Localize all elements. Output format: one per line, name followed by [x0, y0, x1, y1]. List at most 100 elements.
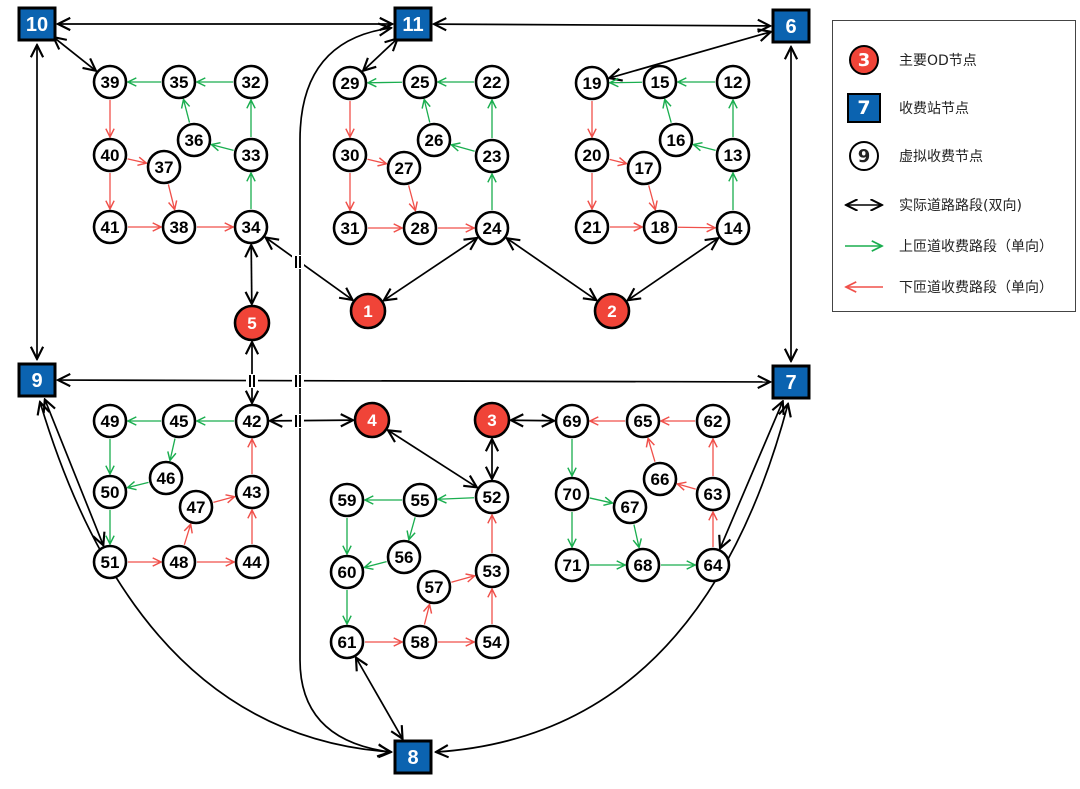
- virtual-node-28: 28: [402, 210, 438, 246]
- node-label: 38: [170, 218, 189, 237]
- node-circle: [92, 137, 128, 173]
- virtual-node-64: 64: [695, 547, 731, 583]
- node-label: 61: [338, 633, 357, 652]
- node-label: 58: [411, 633, 430, 652]
- road-edge-10-39: [53, 37, 95, 71]
- node-circle: [233, 137, 269, 173]
- node-label: 55: [411, 491, 430, 510]
- crossing-gap: [292, 374, 304, 388]
- node-circle: [715, 64, 751, 100]
- node-circle: [715, 137, 751, 173]
- node-circle: [695, 547, 731, 583]
- legend: 3 主要OD节点 7 收费站节点 9 虚拟收费节点 实际道路路段(双向) 上匝道…: [832, 20, 1076, 312]
- virtual-node-14: 14: [715, 210, 751, 246]
- road-edge-4-52: [388, 430, 477, 487]
- node-label: 23: [483, 147, 502, 166]
- on-ramp-edge-36-35: [184, 99, 190, 123]
- virtual-node-54: 54: [474, 624, 510, 660]
- node-label: 37: [155, 158, 174, 177]
- node-label: 26: [425, 131, 444, 150]
- node-circle: [642, 64, 678, 100]
- node-circle: [695, 403, 731, 439]
- node-circle: [402, 482, 438, 518]
- virtual-node-38: 38: [161, 209, 197, 245]
- virtual-node-51: 51: [92, 544, 128, 580]
- node-circle: [642, 209, 678, 245]
- node-circle: [148, 460, 184, 496]
- legend-label: 虚拟收费节点: [899, 149, 983, 165]
- legend-label: 上匝道收费路段（单向）: [899, 239, 1053, 255]
- node-circle: [386, 539, 422, 575]
- virtual-node-47: 47: [178, 489, 214, 525]
- node-label: 15: [651, 73, 670, 92]
- node-label: 63: [704, 485, 723, 504]
- node-circle: [161, 403, 197, 439]
- node-label: 51: [101, 553, 120, 572]
- od-node-5: 5: [233, 304, 271, 342]
- node-circle: [178, 489, 214, 525]
- node-label: 20: [583, 146, 602, 165]
- node-label: 27: [395, 159, 414, 178]
- node-circle: [329, 482, 365, 518]
- on-ramp-edge-70-67: [589, 498, 613, 503]
- node-label: 12: [724, 73, 743, 92]
- virtual-node-25: 25: [402, 64, 438, 100]
- legend-label: 实际道路路段(双向): [899, 198, 1022, 214]
- toll-node-9: 9: [17, 362, 57, 398]
- node-circle: [233, 304, 271, 342]
- toll-node-11: 11: [393, 6, 433, 42]
- node-label: 39: [101, 73, 120, 92]
- on-ramp-edge-33-36: [211, 145, 234, 151]
- node-label: 21: [583, 218, 602, 237]
- node-circle: [161, 209, 197, 245]
- node-label: 2: [607, 302, 616, 321]
- node-circle: [416, 122, 452, 158]
- virtual-node-70: 70: [554, 476, 590, 512]
- node-circle: [554, 476, 590, 512]
- off-ramp-edge-48-47: [183, 524, 190, 545]
- node-circle: [474, 624, 510, 660]
- virtual-node-32: 32: [233, 64, 269, 100]
- red-arrow-icon: [843, 281, 883, 293]
- legend-road: 实际道路路段(双向): [843, 188, 1022, 222]
- virtual-node-55: 55: [402, 482, 438, 518]
- node-label: 50: [101, 483, 120, 502]
- edges-layer: [37, 24, 791, 752]
- road-edge-3-69: [511, 420, 554, 421]
- node-circle: [402, 64, 438, 100]
- node-circle: [474, 553, 510, 589]
- virtual-node-24: 24: [474, 210, 510, 246]
- od-node-4: 4: [353, 401, 391, 439]
- road-edge-2-14: [628, 238, 718, 300]
- road-edge-6-19: [609, 32, 771, 78]
- node-circle: [233, 209, 269, 245]
- node-circle: [574, 65, 610, 101]
- toll-node-shape: [17, 6, 57, 42]
- toll-node-shape: [17, 362, 57, 398]
- off-ramp-edge-27-28: [408, 185, 416, 210]
- green-arrow-icon: [845, 240, 885, 252]
- virtual-node-22: 22: [474, 64, 510, 100]
- node-circle: [574, 209, 610, 245]
- node-circle: [474, 138, 510, 174]
- node-label: 64: [704, 556, 723, 575]
- od-node-icon: 3: [849, 45, 879, 75]
- on-ramp-edge-26-25: [424, 99, 430, 123]
- legend-toll: 7 收费站节点: [843, 91, 969, 125]
- road-curve-11-8: [299, 28, 391, 752]
- road-edge-11-6: [434, 24, 770, 26]
- node-circle: [386, 150, 422, 186]
- node-label: 60: [338, 563, 357, 582]
- node-label: 16: [667, 131, 686, 150]
- node-circle: [92, 403, 128, 439]
- node-circle: [626, 150, 662, 186]
- road-edge-61-8: [356, 658, 403, 739]
- node-label: 49: [101, 412, 120, 431]
- node-label: 10: [26, 14, 48, 36]
- off-ramp-edge-37-38: [167, 184, 174, 209]
- off-ramp-edge-57-53: [451, 576, 474, 583]
- node-circle: [658, 122, 694, 158]
- node-label: 40: [101, 146, 120, 165]
- node-circle: [625, 547, 661, 583]
